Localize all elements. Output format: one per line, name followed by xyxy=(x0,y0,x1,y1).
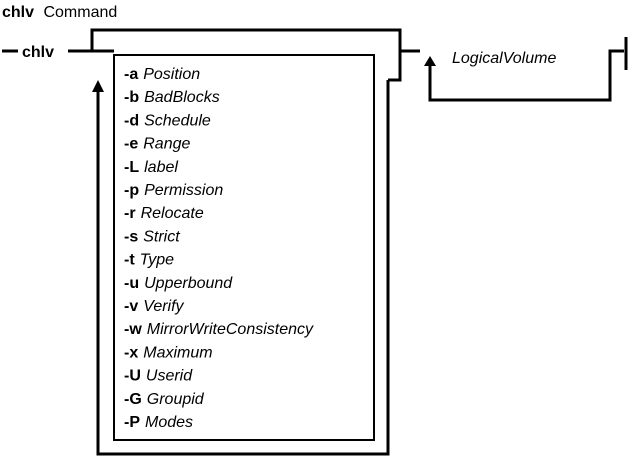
repeat-loop-back xyxy=(96,80,390,456)
option-item: -a Position xyxy=(124,66,200,83)
option-flag: -a xyxy=(124,66,138,83)
title-word: Command xyxy=(43,4,117,21)
option-param: BadBlocks xyxy=(144,89,220,106)
operand-loop xyxy=(428,49,624,102)
option-flag: -x xyxy=(124,344,138,361)
option-param: Verify xyxy=(143,298,184,315)
option-param: Permission xyxy=(144,182,223,199)
option-item: -G Groupid xyxy=(124,391,205,408)
repeat-arrow xyxy=(92,80,104,92)
option-item: -p Permission xyxy=(124,182,223,199)
option-param: Upperbound xyxy=(144,275,233,292)
option-item: -b BadBlocks xyxy=(124,89,220,106)
title-command: chlv xyxy=(2,4,34,21)
option-flag: -p xyxy=(124,182,139,199)
option-param: Position xyxy=(143,66,200,83)
option-item: -e Range xyxy=(124,136,190,153)
option-item: -w MirrorWriteConsistency xyxy=(124,321,314,338)
option-flag: -G xyxy=(124,391,142,408)
option-param: label xyxy=(144,159,178,176)
option-param: Range xyxy=(143,136,190,153)
diagram-title: chlv Command xyxy=(2,4,117,21)
option-item: -u Upperbound xyxy=(124,275,233,292)
option-flag: -v xyxy=(124,298,138,315)
option-param: Strict xyxy=(143,228,180,245)
option-item: -L label xyxy=(124,159,178,176)
option-item: -x Maximum xyxy=(124,344,213,361)
option-item: -s Strict xyxy=(124,228,180,245)
option-item: -P Modes xyxy=(124,414,193,431)
entry-command: chlv xyxy=(22,44,54,61)
option-flag: -L xyxy=(124,159,139,176)
option-param: Schedule xyxy=(144,112,211,129)
option-flag: -b xyxy=(124,89,139,106)
option-flag: -P xyxy=(124,414,140,431)
option-item: -t Type xyxy=(124,252,174,269)
option-flag: -d xyxy=(124,112,139,129)
option-param: Maximum xyxy=(143,344,212,361)
operand-label: LogicalVolume xyxy=(452,50,556,67)
option-flag: -t xyxy=(124,252,135,269)
option-param: Groupid xyxy=(147,391,205,408)
operand-arrow xyxy=(424,56,436,66)
option-flag: -u xyxy=(124,275,139,292)
option-flag: -s xyxy=(124,228,138,245)
option-item: -r Relocate xyxy=(124,205,204,222)
option-flag: -r xyxy=(124,205,136,222)
option-param: Userid xyxy=(146,368,193,385)
option-item: -U Userid xyxy=(124,368,193,385)
option-item: -v Verify xyxy=(124,298,185,315)
option-param: Relocate xyxy=(141,205,204,222)
option-item: -d Schedule xyxy=(124,112,211,129)
option-param: MirrorWriteConsistency xyxy=(147,321,314,338)
option-flag: -U xyxy=(124,368,141,385)
option-flag: -e xyxy=(124,136,138,153)
repeat-loop-outer xyxy=(86,28,402,82)
option-flag: -w xyxy=(124,321,142,338)
options-box xyxy=(113,54,375,441)
option-param: Type xyxy=(140,252,174,269)
option-param: Modes xyxy=(145,414,193,431)
